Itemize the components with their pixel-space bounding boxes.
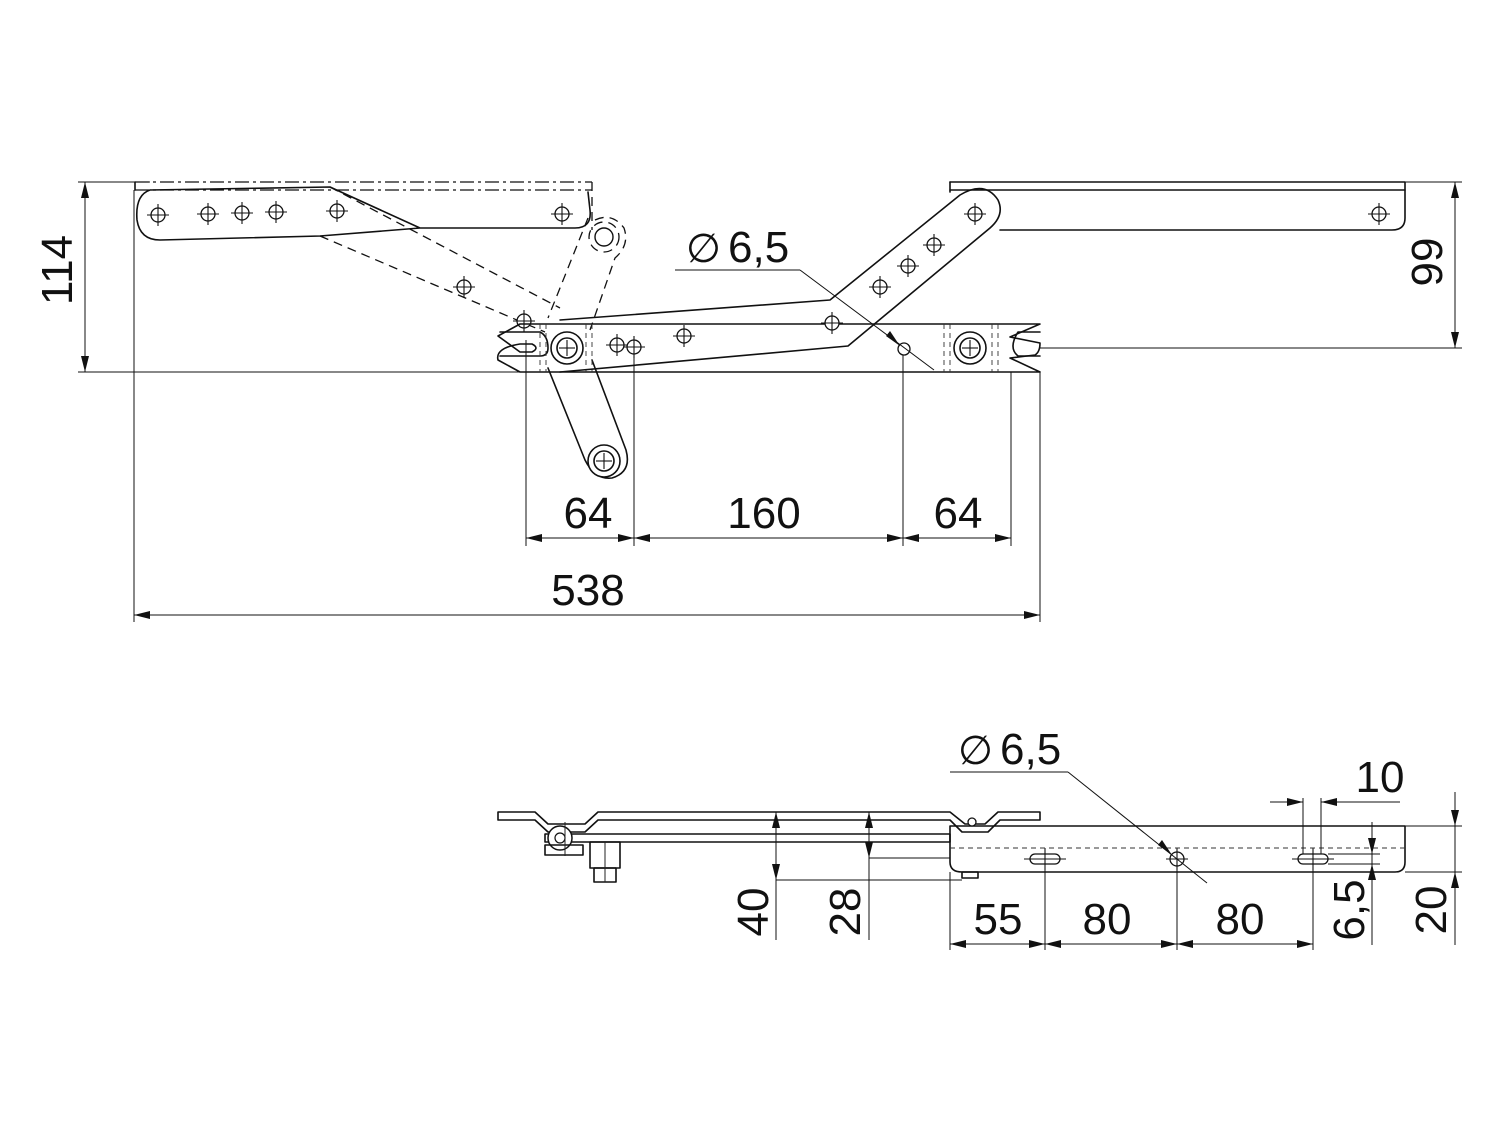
dim-55-label: 55 xyxy=(974,895,1023,944)
side-hole-diameter-callout: ∅ 6,5 xyxy=(950,725,1208,884)
dim-80-a-label: 80 xyxy=(1083,895,1132,944)
dim-538-label: 538 xyxy=(551,566,624,615)
right-plate xyxy=(949,181,1406,231)
dim-20: 20 xyxy=(1405,792,1462,945)
left-plate-folded xyxy=(134,181,593,230)
side-diameter-value: 6,5 xyxy=(1000,725,1061,774)
long-link xyxy=(559,187,1001,373)
dim-28: 28 xyxy=(821,812,950,940)
dim-slot-height-label: 6,5 xyxy=(1325,879,1374,940)
folded-arm-dashed xyxy=(319,186,627,333)
dim-64-right-label: 64 xyxy=(934,489,983,538)
dim-538: 538 xyxy=(133,190,1041,622)
dim-160-label: 160 xyxy=(727,489,800,538)
dim-64-left-label: 64 xyxy=(564,489,613,538)
dim-99-label: 99 xyxy=(1403,238,1452,287)
dim-slot-height: 6,5 xyxy=(1325,822,1380,945)
dim-side-spacing: 55 80 80 xyxy=(949,864,1314,950)
dim-20-label: 20 xyxy=(1407,886,1456,935)
dim-28-label: 28 xyxy=(821,888,870,937)
dim-99: 99 xyxy=(1040,181,1462,349)
diameter-value: 6,5 xyxy=(728,223,789,272)
side-diameter-symbol: ∅ xyxy=(958,728,993,774)
base-bar xyxy=(496,323,1041,373)
top-view: 114 99 64 160 64 xyxy=(33,181,1462,622)
side-view: 40 28 55 80 80 xyxy=(497,725,1462,950)
dim-114: 114 xyxy=(33,181,520,373)
dim-10: 10 xyxy=(1270,753,1404,854)
hole-diameter-callout: ∅ 6,5 xyxy=(675,223,935,371)
lower-link xyxy=(547,359,629,479)
dim-10-label: 10 xyxy=(1356,753,1405,802)
dim-80-b-label: 80 xyxy=(1216,895,1265,944)
dim-hole-spacing: 64 160 64 xyxy=(525,340,1012,546)
left-arm-holes xyxy=(146,199,574,227)
side-left-bracket xyxy=(497,811,1041,883)
diameter-symbol: ∅ xyxy=(686,226,721,272)
dim-40-label: 40 xyxy=(729,888,778,937)
dim-114-label: 114 xyxy=(33,235,82,305)
